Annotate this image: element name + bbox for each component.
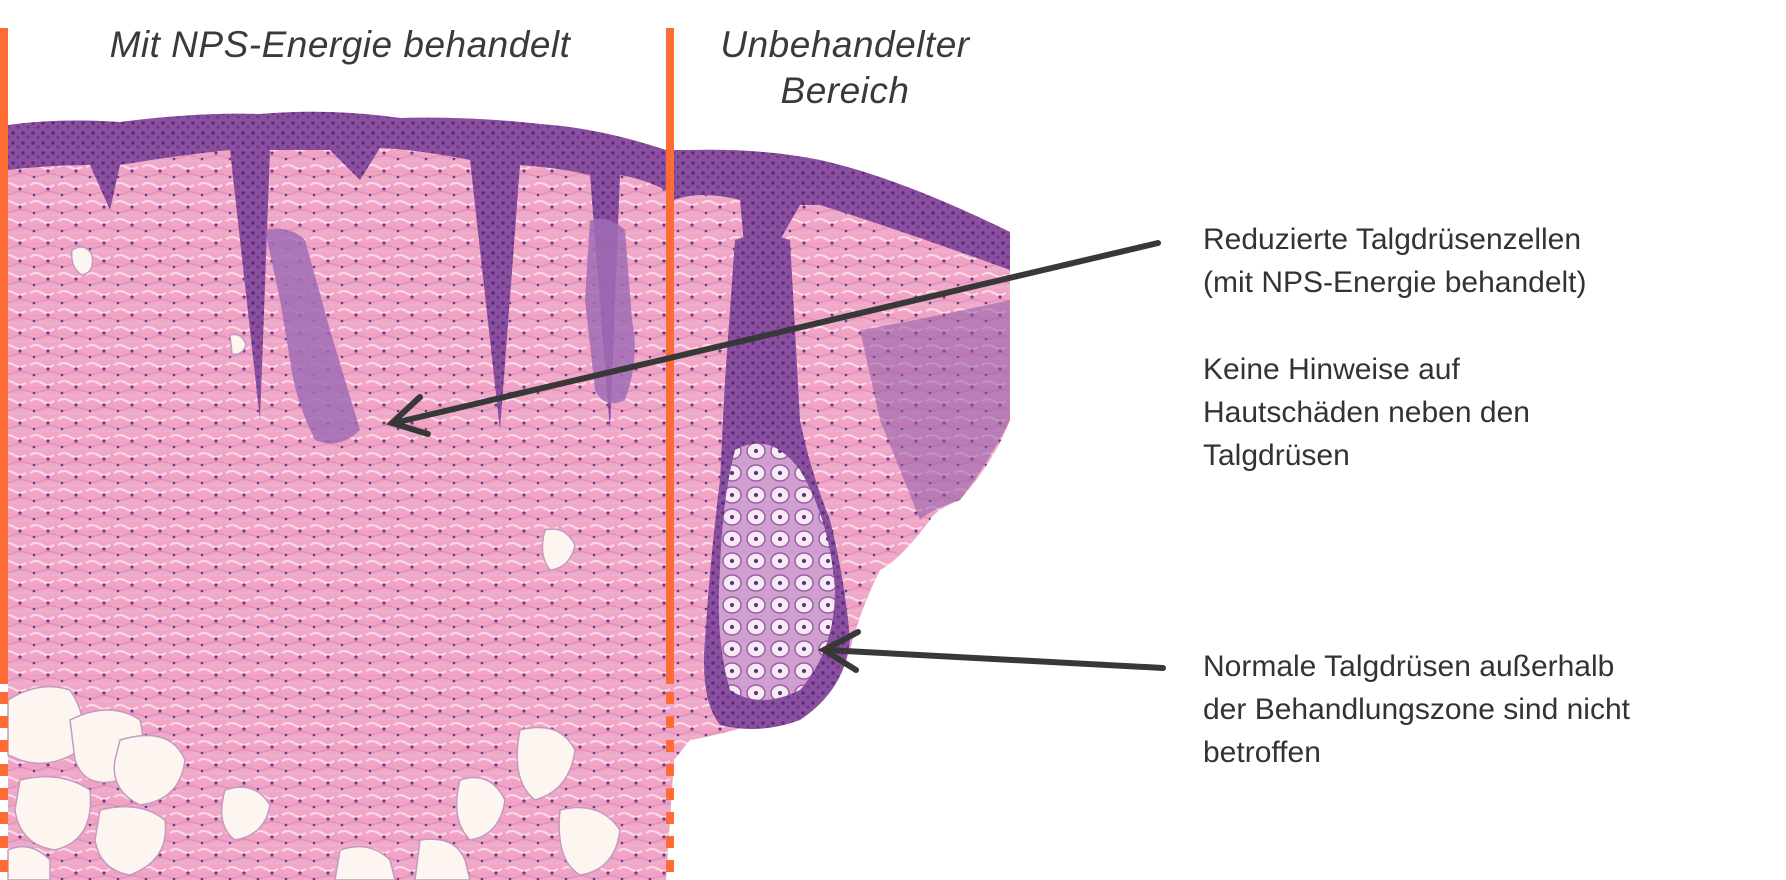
annotation-line: der Behandlungszone sind nicht xyxy=(1203,693,1630,726)
annotation-no-skin-damage: Keine Hinweise auf Hautschäden neben den… xyxy=(1203,348,1530,477)
annotation-line: Keine Hinweise auf xyxy=(1203,353,1460,386)
annotation-reduced-gland-cells: Reduzierte Talgdrüsenzellen (mit NPS-Ene… xyxy=(1203,218,1587,304)
annotation-line: (mit NPS-Energie behandelt) xyxy=(1203,266,1587,299)
annotation-line: betroffen xyxy=(1203,736,1321,769)
fat-tissue xyxy=(7,246,621,880)
annotation-line: Normale Talgdrüsen außerhalb xyxy=(1203,650,1615,683)
annotation-line: Talgdrüsen xyxy=(1203,439,1350,472)
tissue-section xyxy=(7,111,1010,880)
arrow-reduced-gland xyxy=(386,240,1161,437)
divider-treated-left xyxy=(0,28,8,880)
annotation-normal-glands-unaffected: Normale Talgdrüsen außerhalb der Behandl… xyxy=(1203,645,1630,774)
treated-area-label: Mit NPS-Energie behandelt xyxy=(109,24,571,65)
untreated-area-label: Unbehandelter Bereich xyxy=(680,22,1010,114)
arrow-normal-gland xyxy=(817,629,1166,673)
untreated-label-line1: Unbehandelter xyxy=(720,24,970,65)
annotation-line: Reduzierte Talgdrüsenzellen xyxy=(1203,223,1582,256)
annotation-line: Hautschäden neben den xyxy=(1203,396,1530,429)
untreated-label-line2: Bereich xyxy=(780,70,910,111)
